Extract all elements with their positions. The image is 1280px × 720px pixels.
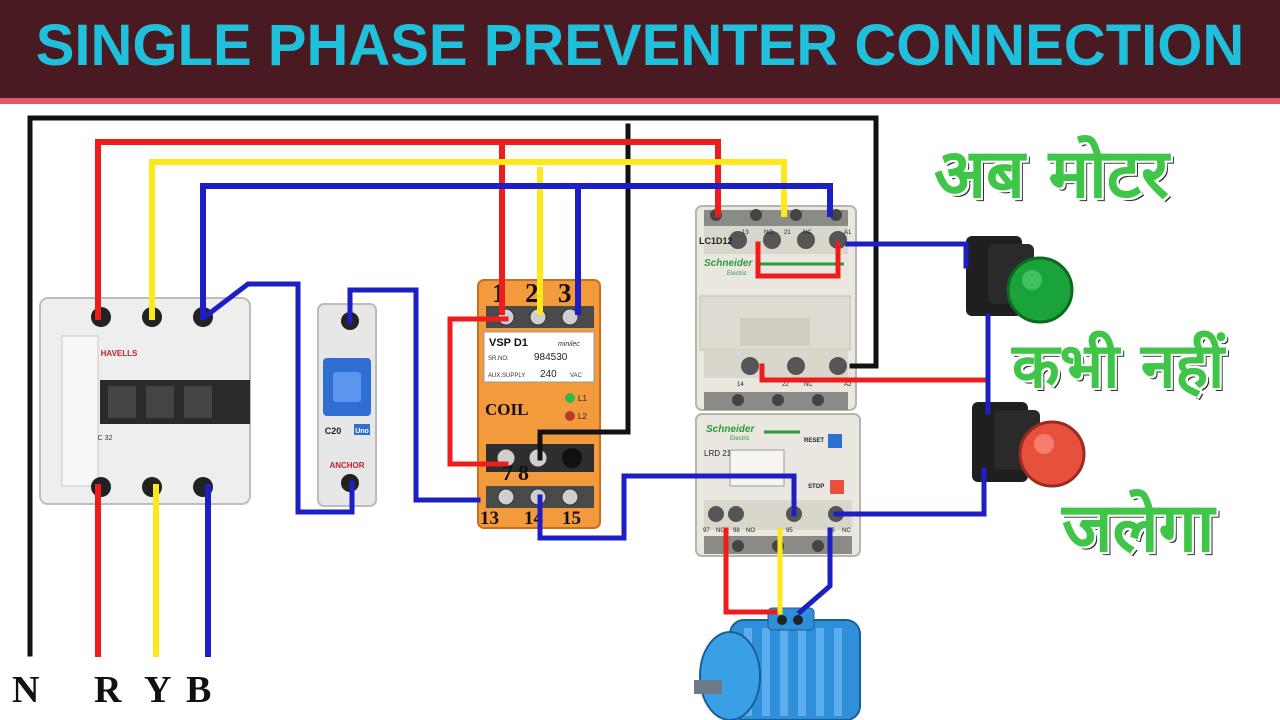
label-b-phase: B <box>186 669 212 711</box>
contactor-bottom-nc: NC <box>804 382 813 388</box>
motor-icon <box>694 607 861 720</box>
mcb-rating: C 32 <box>98 435 113 442</box>
reset-button-icon <box>828 434 842 448</box>
preventer-led2-label: L2 <box>578 412 587 421</box>
contactor-top-21: 21 <box>784 230 791 236</box>
blue-single-mcb-top <box>347 287 481 503</box>
single-mcb-brand: ANCHOR <box>329 461 364 470</box>
blue-motor-wire <box>796 527 833 616</box>
contactor-top-nc: NC <box>803 230 812 236</box>
overload-model: LRD 21 <box>704 449 732 458</box>
preventer-terminal-7: 7 <box>502 460 513 485</box>
preventer-aux-value: 240 <box>540 369 557 380</box>
preventer-terminal-13: 13 <box>480 508 499 529</box>
preventer-coil-label: COIL <box>485 400 528 419</box>
contactor-brand-sub: Electric <box>727 271 747 277</box>
preventer-led1-label: L1 <box>578 394 587 403</box>
b-phase-wire-top <box>200 183 833 320</box>
blue-preventer-to-overload <box>537 473 797 541</box>
overload-term-98: 98 <box>733 528 740 534</box>
red-contactor-aux <box>755 241 841 279</box>
overload-brand: Schneider <box>706 424 755 435</box>
single-mcb-rating: C20 <box>325 426 342 436</box>
blue-a1-to-start <box>845 241 969 269</box>
title-banner: SINGLE PHASE PREVENTER CONNECTION <box>0 0 1280 104</box>
overload-reset-label: RESET <box>804 438 824 444</box>
stop-test-button-icon <box>830 480 844 494</box>
contactor-bottom-22: 22 <box>782 382 789 388</box>
neutral-wire <box>27 115 879 657</box>
overload-term-95: 95 <box>786 528 793 534</box>
overload-stop-label: STOP <box>808 484 824 490</box>
preventer-maker: minilec <box>558 341 580 348</box>
wires <box>27 115 991 657</box>
preventer-terminal-15: 15 <box>562 508 581 529</box>
neutral-wire-preventer <box>537 123 631 461</box>
contactor-bottom-a2: A2 <box>844 382 852 388</box>
hindi-caption-line2: कभी नहीं <box>1012 329 1225 402</box>
blue-to-single-mcb <box>202 281 355 515</box>
preventer-terminal-8: 8 <box>518 460 529 485</box>
contactor: LC1D12 13 NO 21 NC A1 Schneider Electric… <box>695 205 857 411</box>
mcb-brand: HAVELLS <box>101 349 138 358</box>
hindi-caption-line1: अब मोटर <box>934 135 1169 214</box>
preventer-aux-unit: VAC <box>570 373 583 379</box>
contactor-top-no: NO <box>764 230 773 236</box>
label-y-phase: Y <box>144 669 172 711</box>
red-push-button-icon <box>972 402 1086 488</box>
contactor-top-a1: A1 <box>844 230 852 236</box>
overload-brand-sub: Electric <box>730 436 750 442</box>
contactor-brand: Schneider <box>704 258 753 269</box>
preventer-model: VSP D1 <box>489 337 528 349</box>
page-title: SINGLE PHASE PREVENTER CONNECTION <box>35 13 1245 78</box>
contactor-top-13: 13 <box>742 230 749 236</box>
preventer-terminal-3: 3 <box>558 278 572 308</box>
blue-stop-to-overload <box>833 467 987 517</box>
single-mcb-logo: Uno <box>355 428 369 435</box>
label-r-phase: R <box>94 669 122 711</box>
preventer-sr-label: SR.NO. <box>488 356 509 362</box>
overload-term-97: 97 <box>703 528 710 534</box>
r-phase-wire-top <box>95 139 721 320</box>
overload-term-nc: NC <box>842 528 851 534</box>
overload-term-no-a: NO <box>716 528 725 534</box>
led-l2-icon <box>565 411 575 421</box>
label-neutral: N <box>12 669 40 711</box>
preventer-terminal-2: 2 <box>525 278 539 308</box>
single-phase-preventer: VSP D1 minilec SR.NO. 984530 AUX.SUPPLY … <box>477 278 601 529</box>
overload-term-no-b: NO <box>746 528 755 534</box>
hindi-caption-line3: जलेगा <box>1062 489 1215 568</box>
wiring-diagram: HAVELLS C 32 C20 Uno ANCHOR VSP D1 minil… <box>27 115 1086 720</box>
red-motor-wire <box>723 527 779 615</box>
three-pole-mcb: HAVELLS C 32 <box>39 297 251 505</box>
preventer-aux-label: AUX.SUPPLY <box>488 373 525 379</box>
led-l1-icon <box>565 393 575 403</box>
red-button-link <box>759 363 987 383</box>
contactor-model: LC1D12 <box>699 236 733 246</box>
contactor-bottom-14: 14 <box>737 382 744 388</box>
preventer-sr-value: 984530 <box>534 352 568 363</box>
green-push-button-icon <box>966 236 1074 324</box>
single-pole-mcb: C20 Uno ANCHOR <box>317 303 377 507</box>
red-coil-loop <box>447 316 509 467</box>
